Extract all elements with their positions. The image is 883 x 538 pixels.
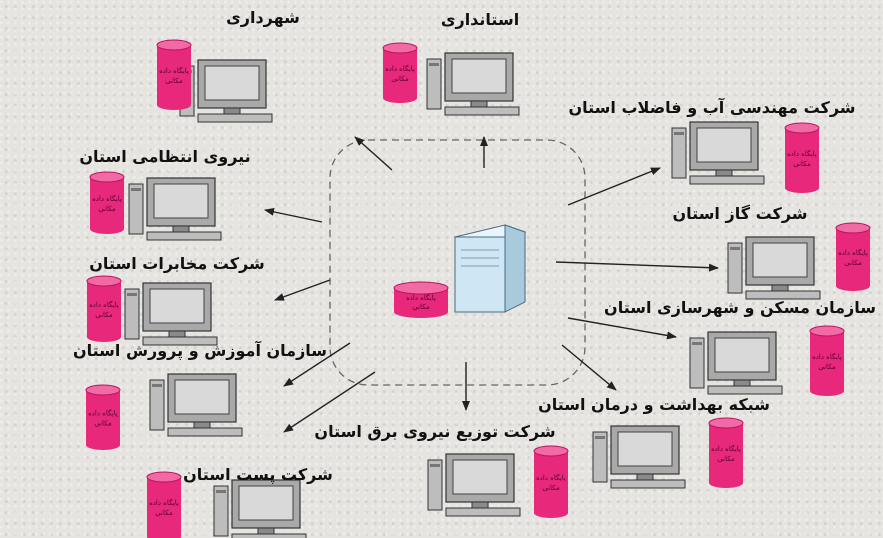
node-health: پایگاه داده مکانی xyxy=(592,417,744,489)
arrow-9 xyxy=(561,344,617,391)
central-database: پایگاه داده مکانی xyxy=(393,281,449,318)
db-label-2: مکانی xyxy=(844,259,862,267)
computer-icon xyxy=(149,373,243,437)
database-icon: پایگاه داده مکانی xyxy=(146,471,182,538)
server-front xyxy=(454,236,506,313)
database-icon: پایگاه داده مکانی xyxy=(85,384,121,450)
computer-icon xyxy=(689,331,783,395)
node-electricity: پایگاه داده مکانی xyxy=(427,445,569,518)
db-label-2: مکانی xyxy=(94,420,112,428)
node-water-company: پایگاه داده مکانی xyxy=(671,121,820,193)
db-label-2: مکانی xyxy=(95,311,113,319)
arrow-1 xyxy=(354,136,393,171)
node-gas-company: پایگاه داده مکانی xyxy=(727,222,871,300)
node-label-housing: سازمان مسکن و شهرسازی استان xyxy=(604,298,876,317)
database-icon: پایگاه داده مکانی xyxy=(382,42,418,103)
arrow-5 xyxy=(555,261,719,272)
db-label: پایگاه داده xyxy=(838,248,868,257)
db-label: پایگاه داده xyxy=(149,498,179,507)
node-label-post: شرکت پست استان xyxy=(183,465,333,484)
database-icon: پایگاه داده مکانی xyxy=(89,171,125,234)
db-label: پایگاه داده xyxy=(812,352,842,361)
node-education: پایگاه داده مکانی xyxy=(85,373,243,450)
arrow-11 xyxy=(283,371,376,433)
db-label: پایگاه داده xyxy=(711,444,741,453)
computer-icon xyxy=(124,282,218,346)
db-label: پایگاه داده xyxy=(787,149,817,158)
db-label-2: مکانی xyxy=(818,363,836,371)
node-post: پایگاه داده مکانی xyxy=(146,471,307,538)
database-icon: پایگاه داده مکانی xyxy=(809,325,845,396)
central-boundary xyxy=(329,139,586,386)
db-label: پایگاه داده xyxy=(88,409,118,418)
db-label: پایگاه داده xyxy=(159,66,189,75)
db-label-2: مکانی xyxy=(717,455,735,463)
computer-icon xyxy=(592,425,686,489)
node-label-water-company: شرکت مهندسی آب و فاضلاب استان xyxy=(568,98,856,117)
node-label-governorate: استانداری xyxy=(440,10,520,29)
node-police: پایگاه داده مکانی xyxy=(89,171,222,241)
central-server xyxy=(453,224,527,313)
arrow-8 xyxy=(283,342,351,387)
node-label-health: شبکه بهداشت و درمان استان xyxy=(538,395,770,414)
db-label-2: مکانی xyxy=(542,484,560,492)
node-label-gas-company: شرکت گاز استان xyxy=(672,204,808,223)
computer-icon xyxy=(179,59,273,123)
server-side xyxy=(504,224,526,313)
computer-icon xyxy=(213,479,307,538)
database-icon: پایگاه داده مکانی xyxy=(784,122,820,193)
computer-icon xyxy=(671,121,765,185)
db-label-2: مکانی xyxy=(98,205,116,213)
database-icon: پایگاه داده مکانی xyxy=(86,275,122,342)
central-db-label: پایگاه داده xyxy=(406,293,436,302)
db-label: پایگاه داده xyxy=(92,194,122,203)
node-label-municipality: شهرداری xyxy=(226,8,300,27)
node-label-telecom: شرکت مخابرات استان xyxy=(89,254,265,273)
database-icon: پایگاه داده مکانی xyxy=(533,445,569,518)
computer-icon xyxy=(727,236,821,300)
db-label-2: مکانی xyxy=(165,77,183,85)
computer-icon xyxy=(427,453,521,517)
database-icon: پایگاه داده مکانی xyxy=(156,39,192,110)
node-housing: پایگاه داده مکانی xyxy=(689,325,845,396)
node-telecom: پایگاه داده مکانی xyxy=(86,275,218,346)
arrow-3 xyxy=(567,167,661,206)
node-label-police: نیروی انتظامی استان xyxy=(79,147,251,166)
computer-icon xyxy=(128,177,222,241)
db-label-2: مکانی xyxy=(793,160,811,168)
arrow-4 xyxy=(264,207,323,223)
db-label-2: مکانی xyxy=(391,75,409,83)
db-label: پایگاه داده xyxy=(536,473,566,482)
node-label-education: سازمان آموزش و پرورش استان xyxy=(72,341,328,360)
connection-arrows xyxy=(264,136,719,433)
arrow-7 xyxy=(567,317,677,340)
database-icon: پایگاه داده مکانی xyxy=(835,222,871,291)
db-label: پایگاه داده xyxy=(385,64,415,73)
computer-icon xyxy=(426,52,520,116)
node-municipality: پایگاه داده مکانی xyxy=(156,39,273,123)
node-label-electricity: شرکت توزیع نیروی برق استان xyxy=(314,422,556,441)
db-label: پایگاه داده xyxy=(89,300,119,309)
database-icon: پایگاه داده مکانی xyxy=(708,417,744,488)
db-label-2: مکانی xyxy=(155,509,173,517)
central-db-label-2: مکانی xyxy=(412,303,430,311)
node-governorate: پایگاه داده مکانی xyxy=(382,42,520,116)
arrow-6 xyxy=(274,279,331,301)
